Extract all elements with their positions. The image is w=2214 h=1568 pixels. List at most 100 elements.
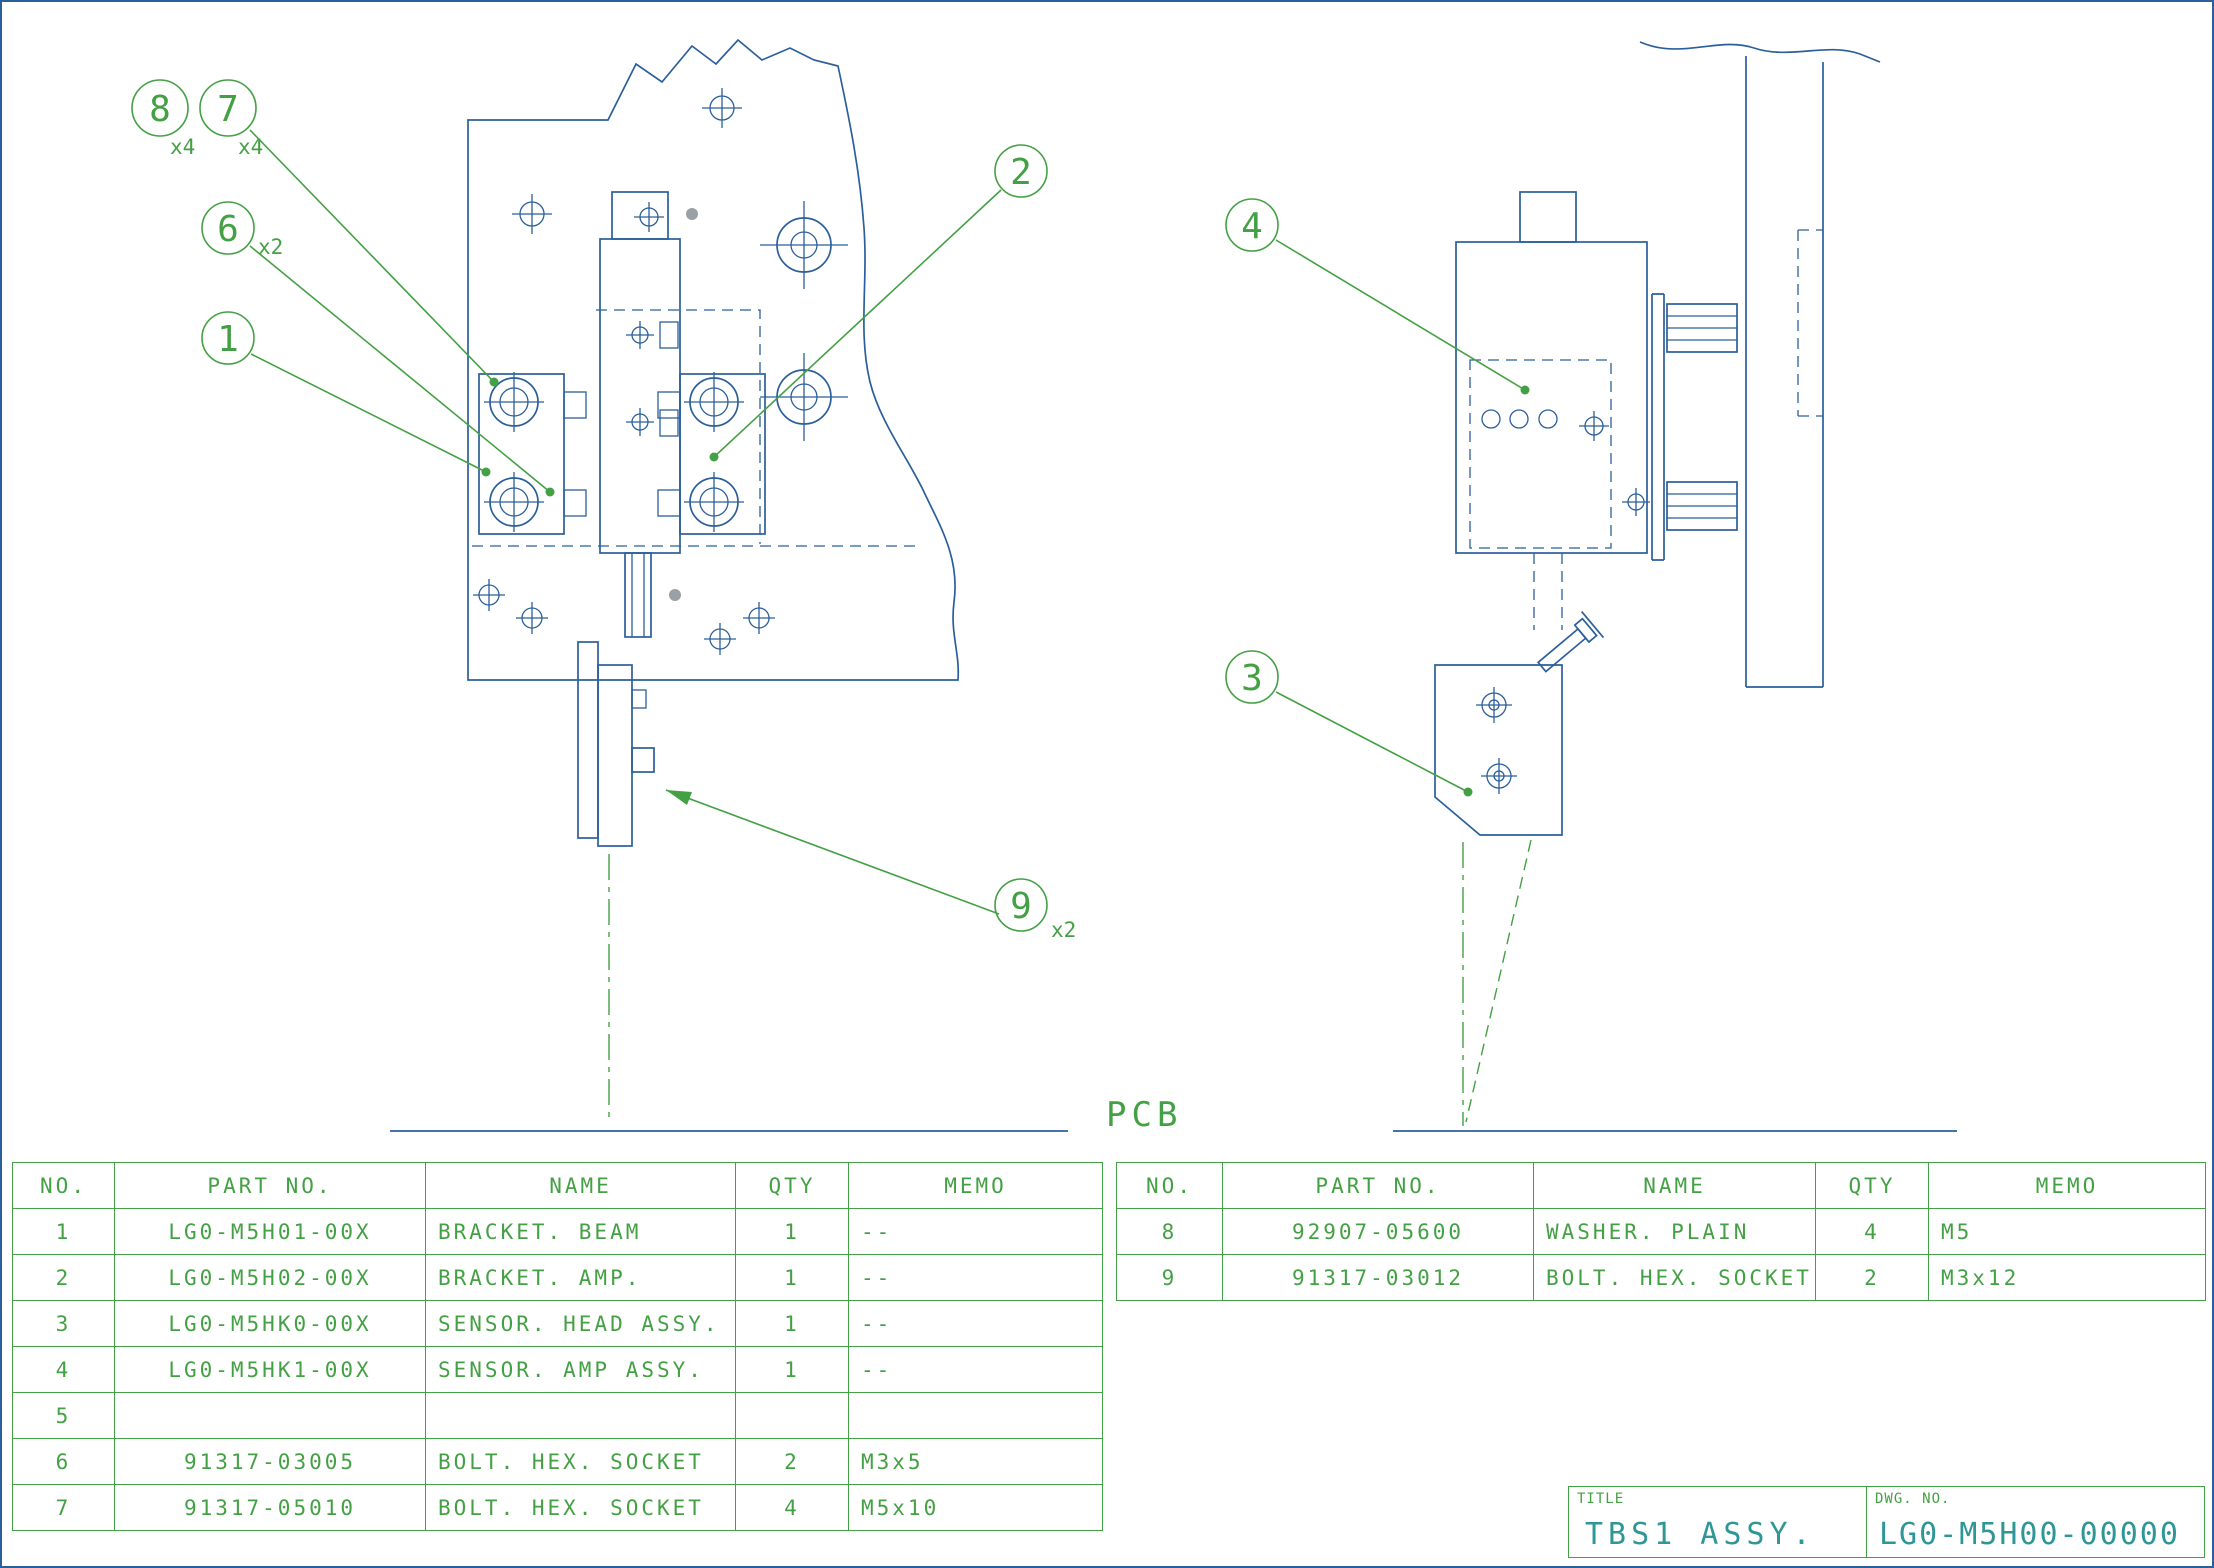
angled-screw (1536, 611, 1605, 673)
title-block: TITLE TBS1 ASSY. DWG. NO. LG0-M5H00-0000… (1568, 1486, 2205, 1558)
flange-hole (760, 353, 848, 441)
pcb-label: PCB (1106, 1095, 1182, 1135)
title-cell: TITLE TBS1 ASSY. (1569, 1487, 1867, 1557)
table-cell: 9 (1116, 1254, 1223, 1301)
table-cell (114, 1392, 426, 1439)
sensor-head-holes (1476, 687, 1517, 794)
table-cell: M3x12 (1928, 1254, 2206, 1301)
table-cell: 8 (1116, 1208, 1223, 1255)
balloon-4: 4 (1225, 198, 1279, 252)
amp-hidden-box (1469, 359, 1612, 549)
balloon-9: 9 x2 (994, 878, 1076, 942)
leader-line (249, 245, 551, 493)
table-cell: 1 (735, 1346, 849, 1393)
beam-bracket-left-plate (478, 373, 565, 535)
table-row: 5 (12, 1392, 1103, 1439)
table-cell: 91317-03012 (1222, 1254, 1534, 1301)
leader-line (250, 353, 487, 473)
table-cell: 7 (12, 1484, 115, 1531)
flange-hole (760, 201, 848, 289)
table-cell (425, 1392, 736, 1439)
table-cell: SENSOR. AMP ASSY. (425, 1346, 736, 1393)
sensor-bracket-body (597, 664, 633, 847)
hex-bolt (684, 372, 744, 432)
leader-line (1275, 239, 1526, 391)
bracket-tab (657, 391, 681, 419)
svg-text:x4: x4 (238, 135, 263, 159)
bracket-tab (563, 391, 587, 419)
svg-text:6: 6 (217, 209, 239, 250)
table-cell: 2 (1815, 1254, 1929, 1301)
table-cell: 2 (12, 1254, 115, 1301)
bracket-tab (563, 489, 587, 517)
table-cell: M3x5 (848, 1438, 1103, 1485)
svg-text:x2: x2 (258, 235, 283, 259)
table-cell: 4 (1815, 1208, 1929, 1255)
table-cell: SENSOR. HEAD ASSY. (425, 1300, 736, 1347)
svg-text:8: 8 (149, 89, 171, 130)
svg-text:x4: x4 (170, 135, 195, 159)
sensor-lug (631, 747, 655, 773)
pcb-reference: PCB (390, 1095, 1957, 1135)
callouts: 8 x4 7 x4 6 x2 1 2 9 (131, 79, 1530, 942)
column-clip (659, 409, 679, 437)
column-header: NAME (1533, 1162, 1816, 1209)
column-clip (659, 321, 679, 349)
amp-bracket-top-tab (611, 191, 669, 240)
column-header: MEMO (1928, 1162, 2206, 1209)
pin-dot (669, 589, 681, 601)
column-header: PART NO. (1222, 1162, 1534, 1209)
column-header: NO. (1116, 1162, 1223, 1209)
table-cell: 91317-05010 (114, 1484, 426, 1531)
table-cell: -- (848, 1300, 1103, 1347)
table-cell (735, 1392, 849, 1439)
hex-bolt (484, 372, 544, 432)
side-view (1434, 41, 1881, 1126)
table-cell: -- (848, 1346, 1103, 1393)
leader-arrowhead (666, 790, 692, 805)
table-cell: 91317-03005 (114, 1438, 426, 1485)
table-cell: LG0-M5HK0-00X (114, 1300, 426, 1347)
balloon-6: 6 x2 (201, 201, 283, 259)
svg-text:4: 4 (1241, 206, 1263, 247)
svg-text:9: 9 (1010, 886, 1032, 927)
dwg-no-value: LG0-M5H00-00000 (1879, 1517, 2180, 1552)
amp-assy-top-tab (1519, 191, 1577, 243)
sensor-bracket-strip (577, 641, 599, 839)
wall-plate (1745, 56, 1824, 688)
balloon-2: 2 (994, 144, 1048, 198)
column-header: NO. (12, 1162, 115, 1209)
table-cell: LG0-M5HK1-00X (114, 1346, 426, 1393)
table-cell: LG0-M5H01-00X (114, 1208, 426, 1255)
balloon-7: 7 x4 (199, 79, 263, 159)
plate-holes (473, 88, 775, 655)
svg-text:1: 1 (217, 319, 239, 360)
column-header: NAME (425, 1162, 736, 1209)
clamp-bolt (1666, 303, 1738, 353)
sensor-notch (631, 689, 647, 709)
table-cell: WASHER. PLAIN (1533, 1208, 1816, 1255)
leader-line (249, 129, 495, 383)
table-cell: 1 (735, 1254, 849, 1301)
leader-line (713, 189, 1002, 458)
table-cell: 1 (12, 1208, 115, 1255)
table-cell: BRACKET. BEAM (425, 1208, 736, 1255)
bolt-shaft (624, 552, 652, 638)
table-cell: 92907-05600 (1222, 1208, 1534, 1255)
table-cell: -- (848, 1254, 1103, 1301)
table-cell: LG0-M5H02-00X (114, 1254, 426, 1301)
table-cell: 1 (735, 1300, 849, 1347)
table-cell: BOLT. HEX. SOCKET (1533, 1254, 1816, 1301)
wall-break-line (1639, 41, 1881, 63)
balloon-3: 3 (1225, 650, 1279, 704)
bracket-tab (657, 489, 681, 517)
